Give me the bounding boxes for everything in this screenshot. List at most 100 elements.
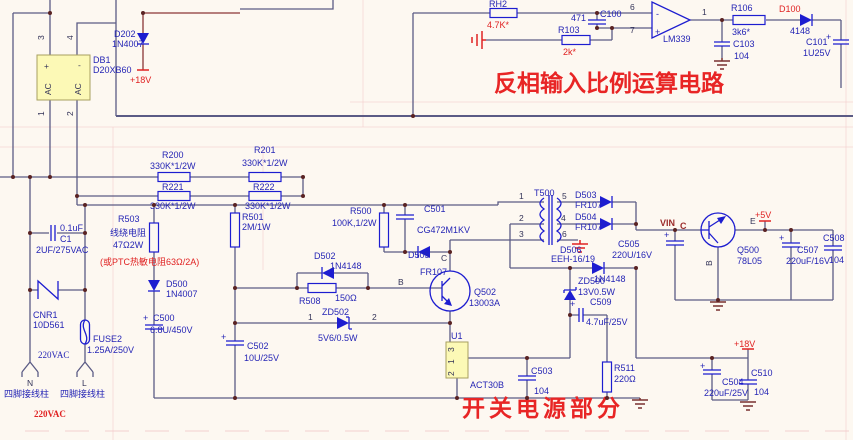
r503-note: (或PTC热敏电阻63Ω/2A) (100, 256, 199, 267)
r201-value: 330K*1/2W (242, 158, 288, 168)
r200-value: 330K*1/2W (150, 161, 196, 171)
diode-d505: D505 FR107 (408, 246, 447, 277)
chassis-ground-r103-icon (471, 31, 486, 49)
capacitor-c508: C508 104 (823, 233, 845, 265)
zd502-value: 5V6/0.5W (318, 333, 358, 343)
db1-pin4: 4 (65, 35, 75, 40)
capacitor-c103: C103 104 (714, 39, 755, 70)
r106-value: 3k6* (732, 27, 751, 37)
vin-label: VIN C (660, 218, 687, 231)
c502-value: 10U/25V (244, 353, 279, 363)
terminal-l: L 四脚接线柱 (60, 358, 105, 399)
transistor-q502: B C Q502 13003A (398, 253, 500, 312)
c500-plus: + (143, 313, 148, 323)
u1-pin3: 3 (446, 347, 456, 352)
zd500-value: 13V0.5W (578, 287, 616, 297)
d500-ref: D500 (166, 279, 188, 289)
u1-value: ACT30B (470, 380, 504, 390)
db1-ac2: AC (73, 83, 83, 95)
capacitor-c502: + C502 10U/25V (221, 332, 279, 363)
t500-ref: T500 (534, 188, 555, 198)
rh2-ref: RH2 (489, 0, 507, 9)
d506-core-label: EEH-16/19 (551, 254, 595, 264)
regulator-q500: Q500 78L05 E B (700, 212, 762, 311)
r200-ref: R200 (162, 150, 184, 160)
zd502-node2: 2 (372, 312, 377, 322)
d505-value: FR107 (420, 267, 447, 277)
vin-text: VIN (660, 218, 675, 228)
q500-ref: Q500 (737, 245, 759, 255)
c501-value: CG472M1KV (417, 225, 470, 235)
maroon-wires (142, 12, 240, 70)
t500-pin5: 5 (562, 191, 567, 201)
diode-d202: D202 1N4007 (112, 29, 149, 49)
d503-ref: D503 (575, 190, 597, 200)
zener-zd502: ZD502 5V6/0.5W 1 2 (308, 307, 377, 343)
c504-ref: C504 (722, 377, 744, 387)
d506-value: 1N4148 (594, 274, 626, 284)
varistor-cnr1: CNR1 10D561 (33, 279, 65, 330)
c504-value: 220uF/25V (704, 388, 748, 398)
r221-value: 330K*1/2W (150, 201, 196, 211)
c501-ref: C501 (424, 204, 446, 214)
capacitor-c505: + C505 220U/16V (612, 230, 684, 260)
power-flag-18v-top: +18V (130, 69, 151, 85)
c503-ref: C503 (531, 366, 553, 376)
r103-value: 2k* (563, 47, 577, 57)
psu-section-title: 开关电源部分 (462, 395, 624, 421)
t500-pin4: 4 (561, 213, 566, 223)
q500-b-label: B (704, 260, 714, 266)
resistor-r222: R222 330K*1/2W (245, 182, 291, 211)
d502-ref: D502 (314, 251, 336, 261)
c510-ref: C510 (751, 368, 773, 378)
resistor-r503: R503 线绕电阻 47Ω2W (或PTC热敏电阻63Ω/2A) (100, 214, 199, 267)
diode-d502: D502 1N4148 (314, 251, 362, 279)
plus18v-label: +18V (130, 75, 151, 85)
c1-value: 2UF/275VAC (36, 245, 89, 255)
q502-ref: Q502 (474, 287, 496, 297)
r501-value: 2M/1W (242, 222, 271, 232)
r222-ref: R222 (253, 182, 275, 192)
c101-plus: + (826, 32, 831, 42)
wires-top-section (12, 0, 842, 177)
terminal-n: N 四脚接线柱 (4, 358, 49, 399)
opamp-pin6: 6 (630, 2, 635, 12)
db1-pin2: 2 (65, 111, 75, 116)
c502-plus: + (221, 332, 226, 342)
cnr1-ref: CNR1 (33, 310, 58, 320)
power-flag-5v: +5V (755, 210, 771, 222)
resistor-r221: R221 330K*1/2W (150, 182, 196, 211)
resistor-r106: R106 3k6* (731, 3, 766, 37)
c101-value: 1U25V (803, 48, 831, 58)
opamp-pin7: 7 (630, 25, 635, 35)
mains-label-blue: 220VAC (38, 350, 69, 360)
c505-ref: C505 (618, 239, 640, 249)
db1-ref: DB1 (93, 55, 111, 65)
r500-value: 100K,1/2W (332, 218, 377, 228)
db1-pin1: 1 (36, 111, 46, 116)
resistor-r201: R201 330K*1/2W (242, 145, 288, 183)
plus5v-label: +5V (755, 210, 771, 220)
db1-plus: + (44, 61, 49, 71)
terminal-l-cn: 四脚接线柱 (60, 388, 105, 399)
resistor-rh2: RH2 4.7K* (487, 0, 518, 30)
r103-ref: R103 (558, 25, 580, 35)
u1-pin2: 2 (446, 371, 456, 376)
fuse2-ref: FUSE2 (93, 334, 122, 344)
q500-e-label: E (750, 216, 756, 226)
power-flag-18v-bottom: +18V (734, 339, 755, 350)
d504-value: FR107 (575, 222, 602, 232)
diode-d506: D506 EEH-16/19 1N4148 (551, 245, 626, 284)
d505-ref: D505 (408, 250, 430, 260)
c504-plus: + (700, 361, 705, 371)
d503-value: FR107 (575, 200, 602, 210)
d500-value: 1N4007 (166, 289, 198, 299)
db1-minus: - (78, 60, 81, 70)
r221-ref: R221 (162, 182, 184, 192)
chassis-ground-t500-icon (572, 240, 588, 253)
r503-ref: R503 (118, 214, 140, 224)
u1-ref: U1 (451, 331, 463, 341)
q502-b-label: B (398, 277, 404, 287)
